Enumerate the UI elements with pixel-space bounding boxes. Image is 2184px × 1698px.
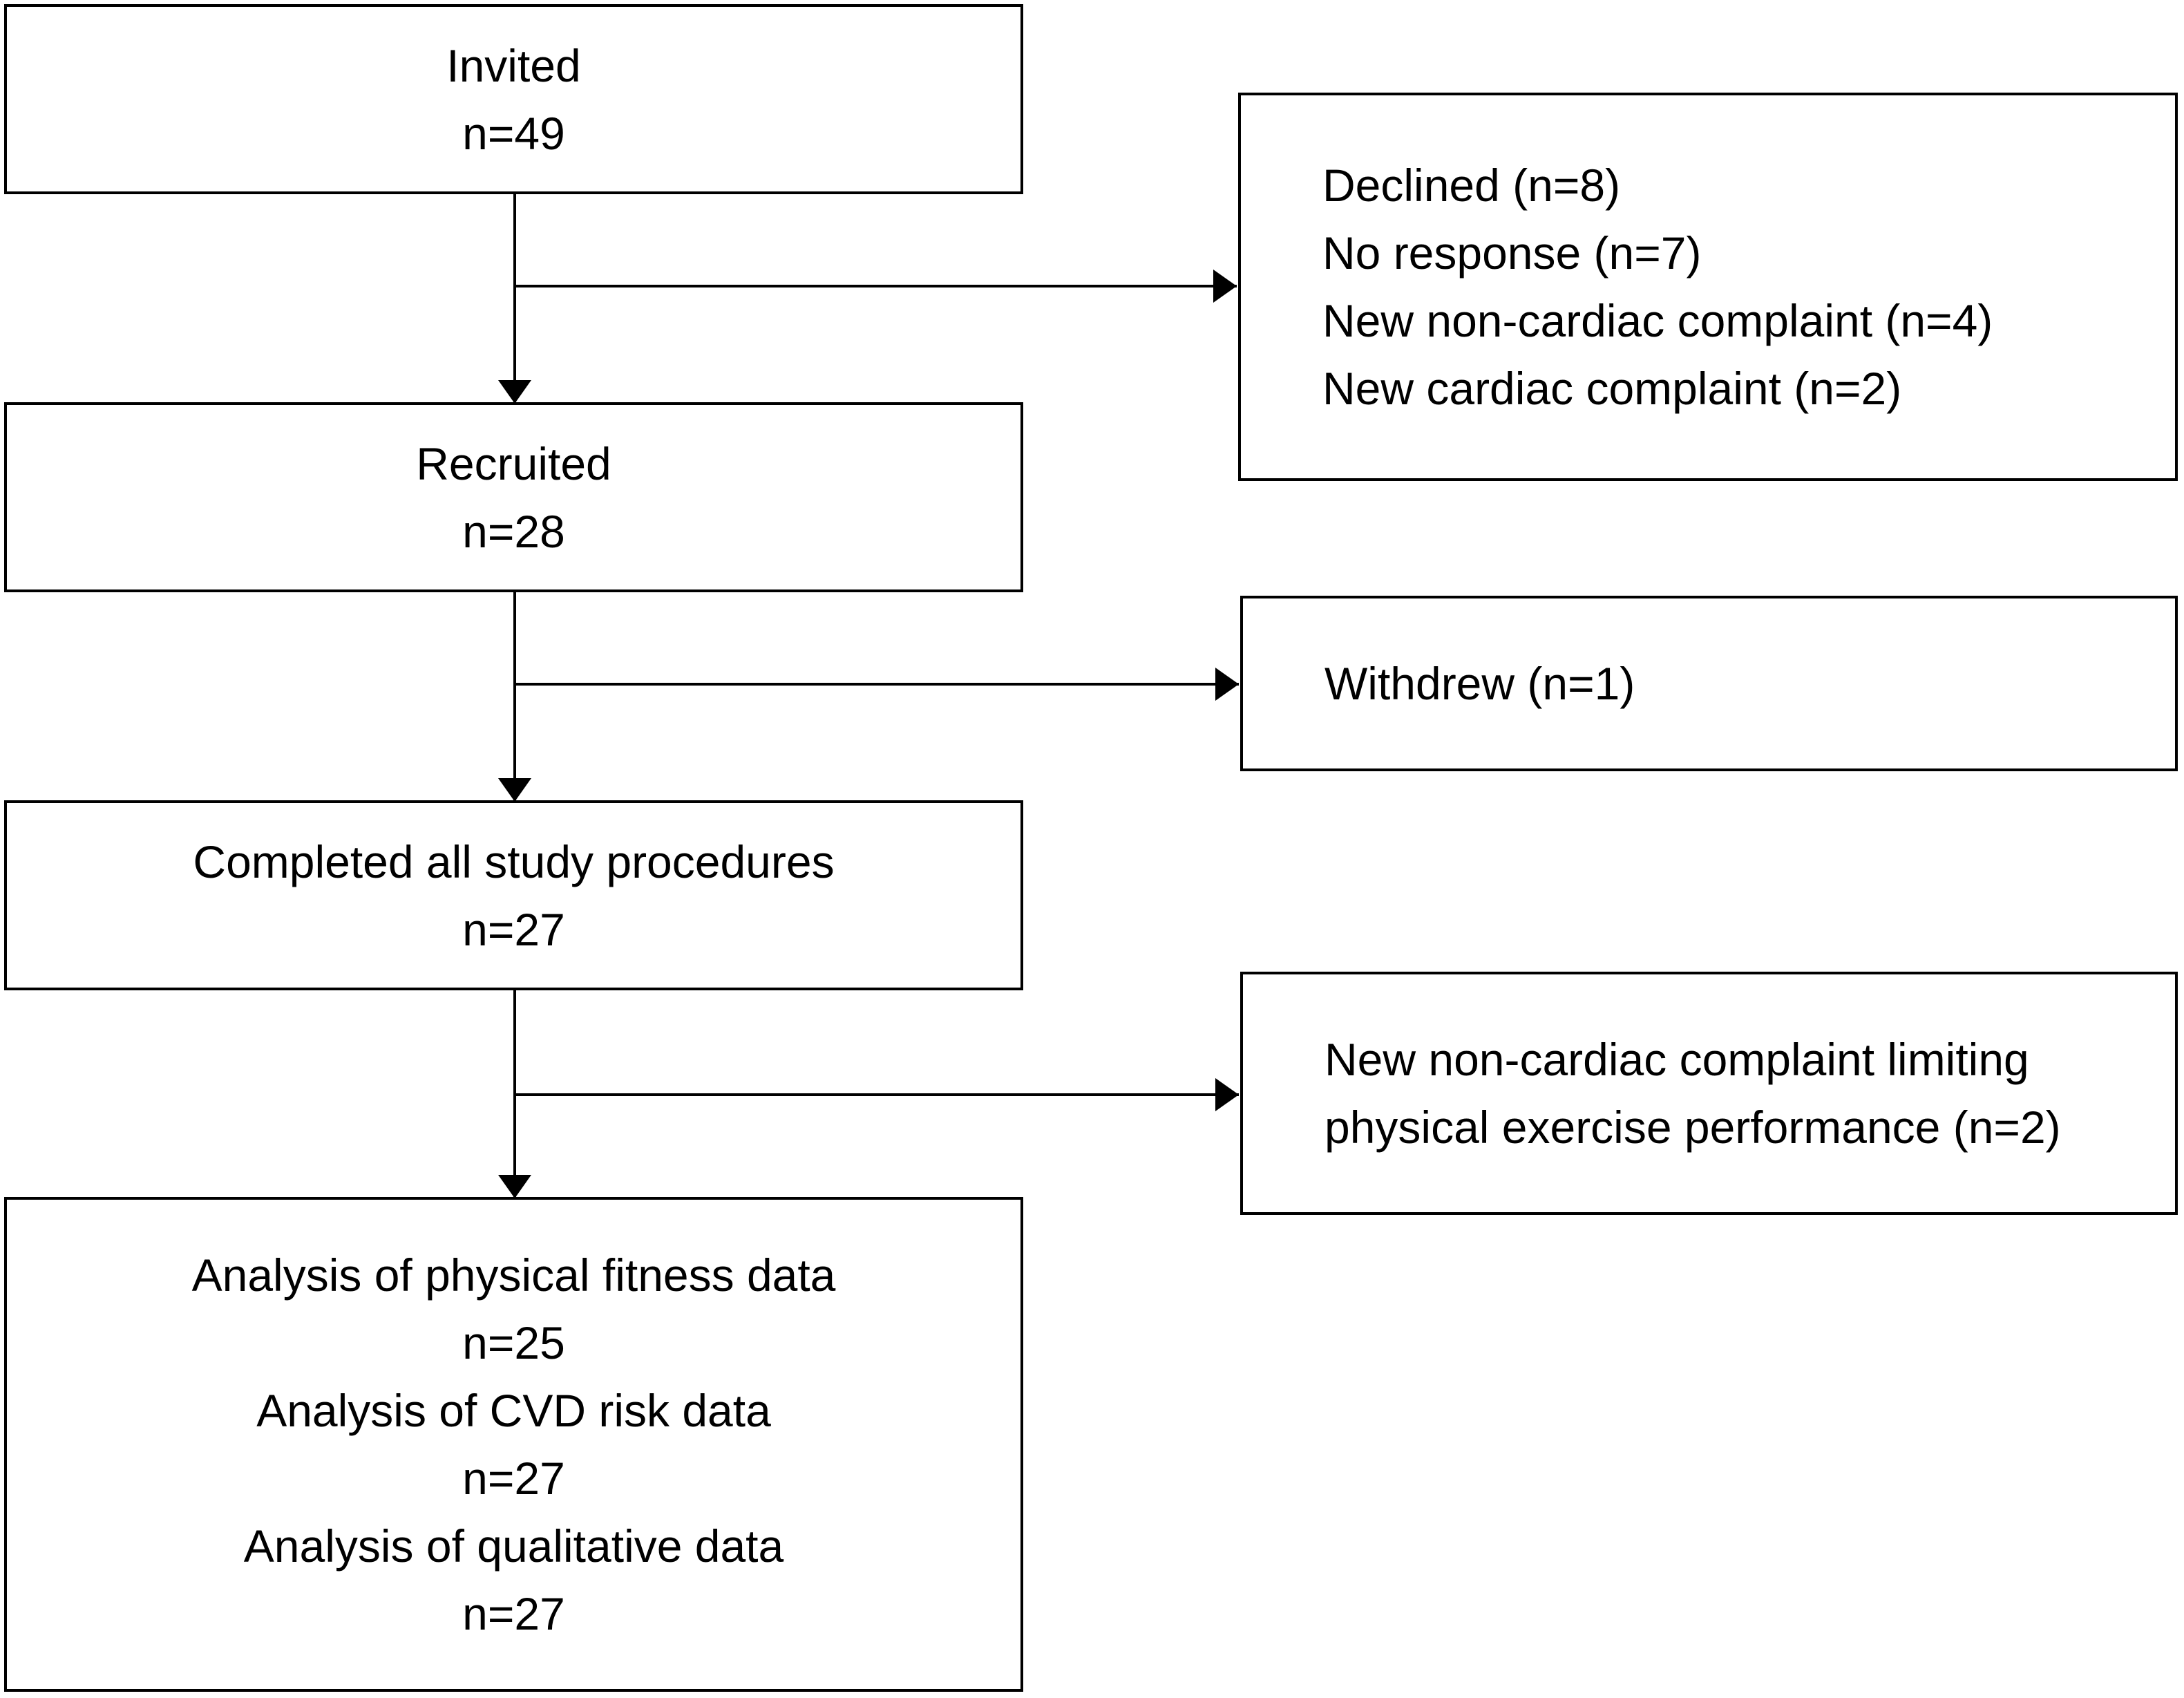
fitness-analysis-label: Analysis of physical fitness data	[191, 1249, 836, 1301]
exclusion-limiting-line-2: physical exercise performance (n=2)	[1324, 1102, 2061, 1153]
invited-box: Invited n=49	[4, 4, 1023, 194]
exclusion-limiting-line-1: New non-cardiac complaint limiting	[1324, 1034, 2029, 1085]
fitness-analysis-count: n=25	[462, 1317, 565, 1368]
completed-label: Completed all study procedures	[193, 836, 835, 887]
invited-count: n=49	[462, 107, 565, 159]
recruited-label: Recruited	[416, 437, 611, 489]
analysis-box: Analysis of physical fitness data n=25 A…	[4, 1197, 1023, 1692]
arrowhead-analysis	[498, 1175, 531, 1198]
exclusion-non-cardiac: New non-cardiac complaint (n=4)	[1322, 295, 1993, 346]
exclusion-box-invited: Declined (n=8) No response (n=7) New non…	[1238, 93, 2178, 481]
invited-label: Invited	[446, 39, 581, 91]
recruited-box: Recruited n=28	[4, 402, 1023, 592]
arrowhead-recruited	[498, 380, 531, 404]
completed-box: Completed all study procedures n=27	[4, 800, 1023, 990]
exclusion-box-completed: New non-cardiac complaint limiting physi…	[1240, 972, 2178, 1215]
qualitative-analysis-label: Analysis of qualitative data	[243, 1520, 784, 1572]
qualitative-analysis-count: n=27	[462, 1588, 565, 1639]
exclusion-no-response: No response (n=7)	[1322, 227, 1702, 279]
cvd-analysis-count: n=27	[462, 1453, 565, 1504]
recruited-count: n=28	[462, 505, 565, 557]
completed-count: n=27	[462, 903, 565, 955]
cvd-analysis-label: Analysis of CVD risk data	[256, 1385, 771, 1436]
arrowhead-exclusion-2	[1215, 668, 1239, 701]
arrowhead-exclusion-1	[1213, 270, 1237, 303]
exclusion-withdrew: Withdrew (n=1)	[1324, 658, 1635, 709]
exclusion-declined: Declined (n=8)	[1322, 160, 1621, 211]
arrowhead-exclusion-3	[1215, 1078, 1239, 1111]
arrowhead-completed	[498, 778, 531, 802]
exclusion-cardiac: New cardiac complaint (n=2)	[1322, 363, 1902, 414]
exclusion-box-recruited: Withdrew (n=1)	[1240, 596, 2178, 771]
